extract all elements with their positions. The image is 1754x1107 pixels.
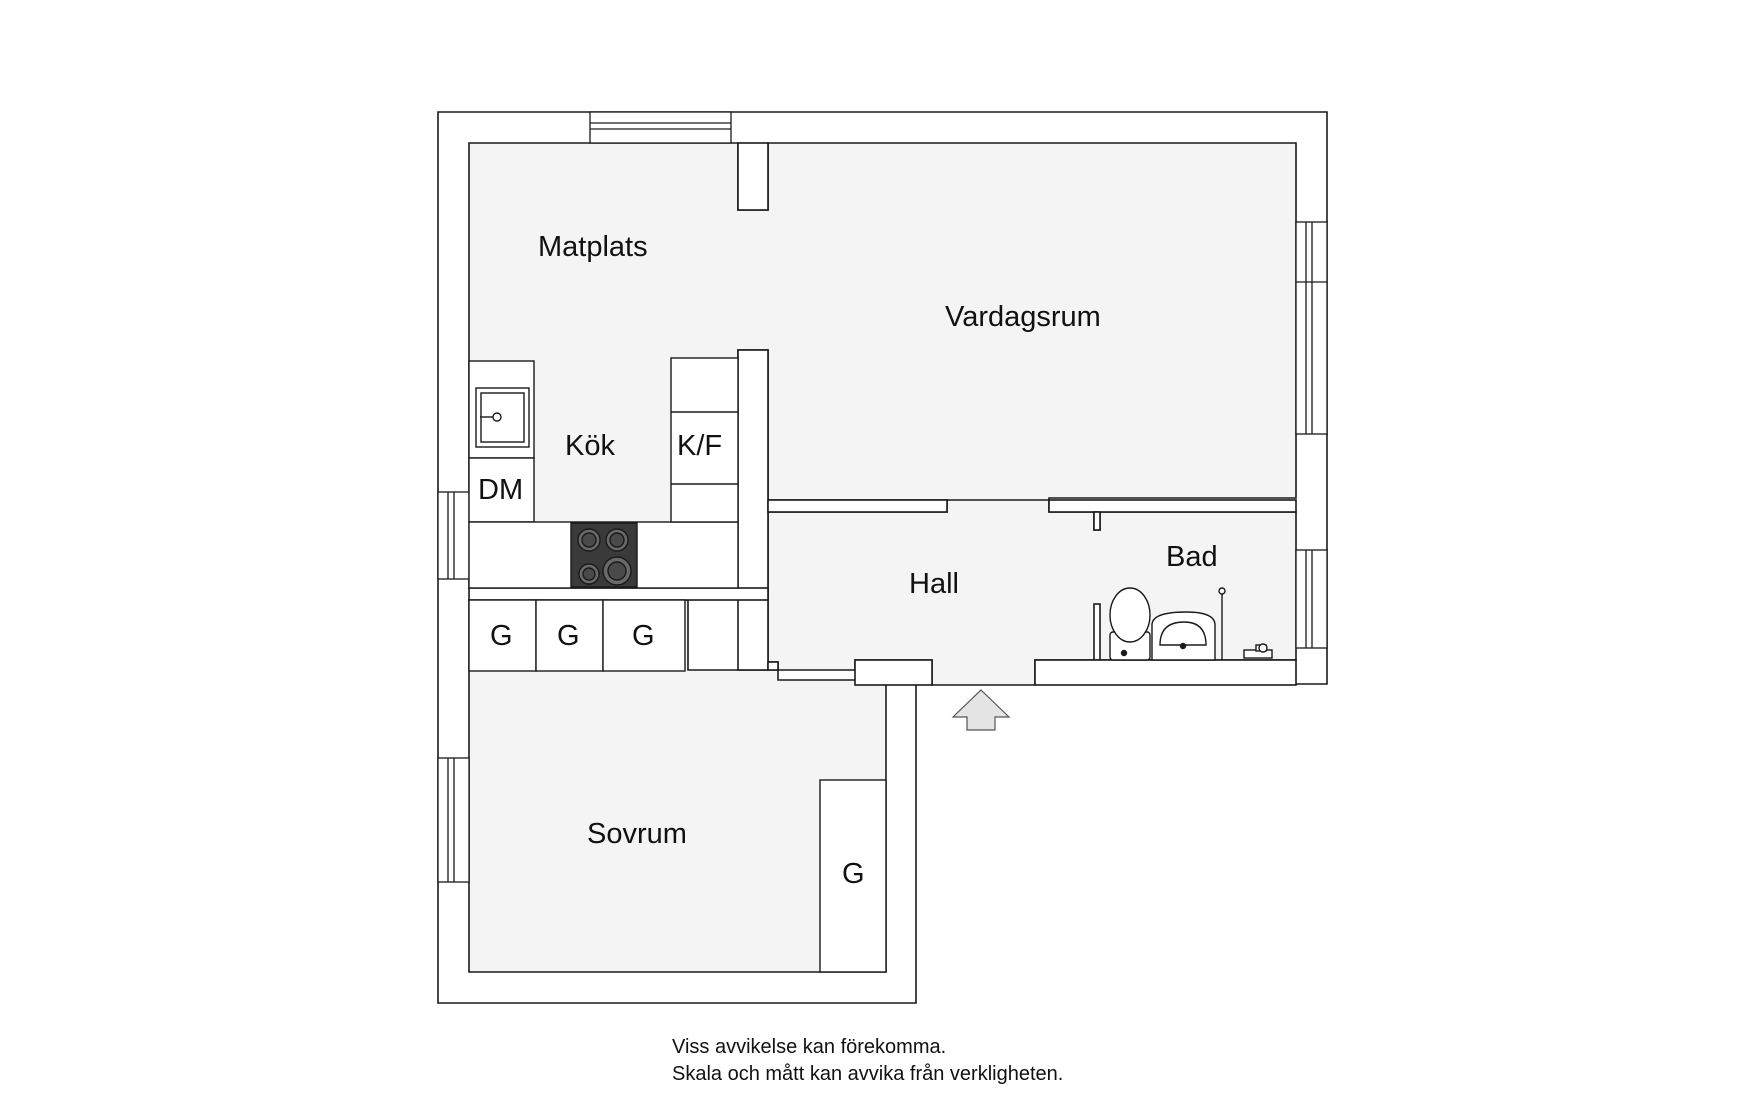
windows bbox=[437, 111, 1328, 883]
fixture-label-wardrobe-bedroom: G bbox=[842, 858, 865, 890]
window-top bbox=[589, 111, 732, 144]
fridge-freezer bbox=[670, 357, 739, 523]
room-label-matplats: Matplats bbox=[538, 231, 648, 263]
toilet-icon bbox=[1109, 587, 1151, 661]
fixture-label-wardrobe-2: G bbox=[557, 620, 580, 652]
fixture-label-fridge-freezer: K/F bbox=[677, 430, 722, 462]
fixture-label-wardrobe-3: G bbox=[632, 620, 655, 652]
room-label-vardagsrum: Vardagsrum bbox=[945, 301, 1101, 333]
disclaimer: Viss avvikelse kan förekomma. Skala och … bbox=[672, 1034, 1063, 1088]
wall-kitchen-hall bbox=[737, 349, 769, 671]
window-left-kitchen bbox=[437, 491, 470, 580]
wall-stub-top bbox=[737, 142, 769, 211]
room-label-hall: Hall bbox=[909, 568, 959, 600]
bathroom-fixtures bbox=[1109, 587, 1273, 661]
entrance-arrow-icon bbox=[951, 689, 1011, 731]
room-label-sovrum: Sovrum bbox=[587, 818, 687, 850]
fixture-label-dishwasher: DM bbox=[478, 474, 523, 506]
window-right-living bbox=[1295, 221, 1328, 435]
wardrobes bbox=[468, 599, 887, 973]
window-left-bedroom bbox=[437, 757, 470, 883]
hall-floor bbox=[767, 499, 1297, 686]
wall-bath-stub bbox=[1093, 511, 1101, 531]
room-label-kok: Kök bbox=[565, 430, 615, 462]
wall-living-hall-left bbox=[767, 499, 948, 513]
disclaimer-line-2: Skala och mått kan avvika från verklighe… bbox=[672, 1063, 1064, 1085]
kitchen-fixtures bbox=[468, 357, 739, 589]
sink-bath-icon bbox=[1151, 611, 1216, 661]
wall-living-hall-right bbox=[1048, 499, 1297, 513]
wardrobe-1 bbox=[468, 599, 537, 672]
room-label-bad: Bad bbox=[1166, 541, 1218, 573]
fixture-label-wardrobe-1: G bbox=[490, 620, 513, 652]
wardrobe-3 bbox=[602, 599, 686, 672]
wall-hall-bedroom bbox=[767, 661, 779, 671]
wall-bath-bottom bbox=[1034, 659, 1297, 686]
wall-bath-left bbox=[1093, 603, 1101, 661]
wardrobe-bedroom bbox=[819, 779, 887, 973]
tap-icon bbox=[1243, 643, 1273, 659]
disclaimer-line-1: Viss avvikelse kan förekomma. bbox=[672, 1036, 947, 1058]
dishwasher bbox=[468, 457, 535, 523]
internal-walls bbox=[468, 142, 1297, 686]
shower-icon bbox=[1218, 587, 1226, 660]
window-right-bath bbox=[1295, 549, 1328, 649]
wall-kitchen-bedroom bbox=[468, 587, 769, 601]
bedroom-floor bbox=[468, 599, 887, 973]
wall-bedroom-hall-stub bbox=[854, 659, 933, 686]
